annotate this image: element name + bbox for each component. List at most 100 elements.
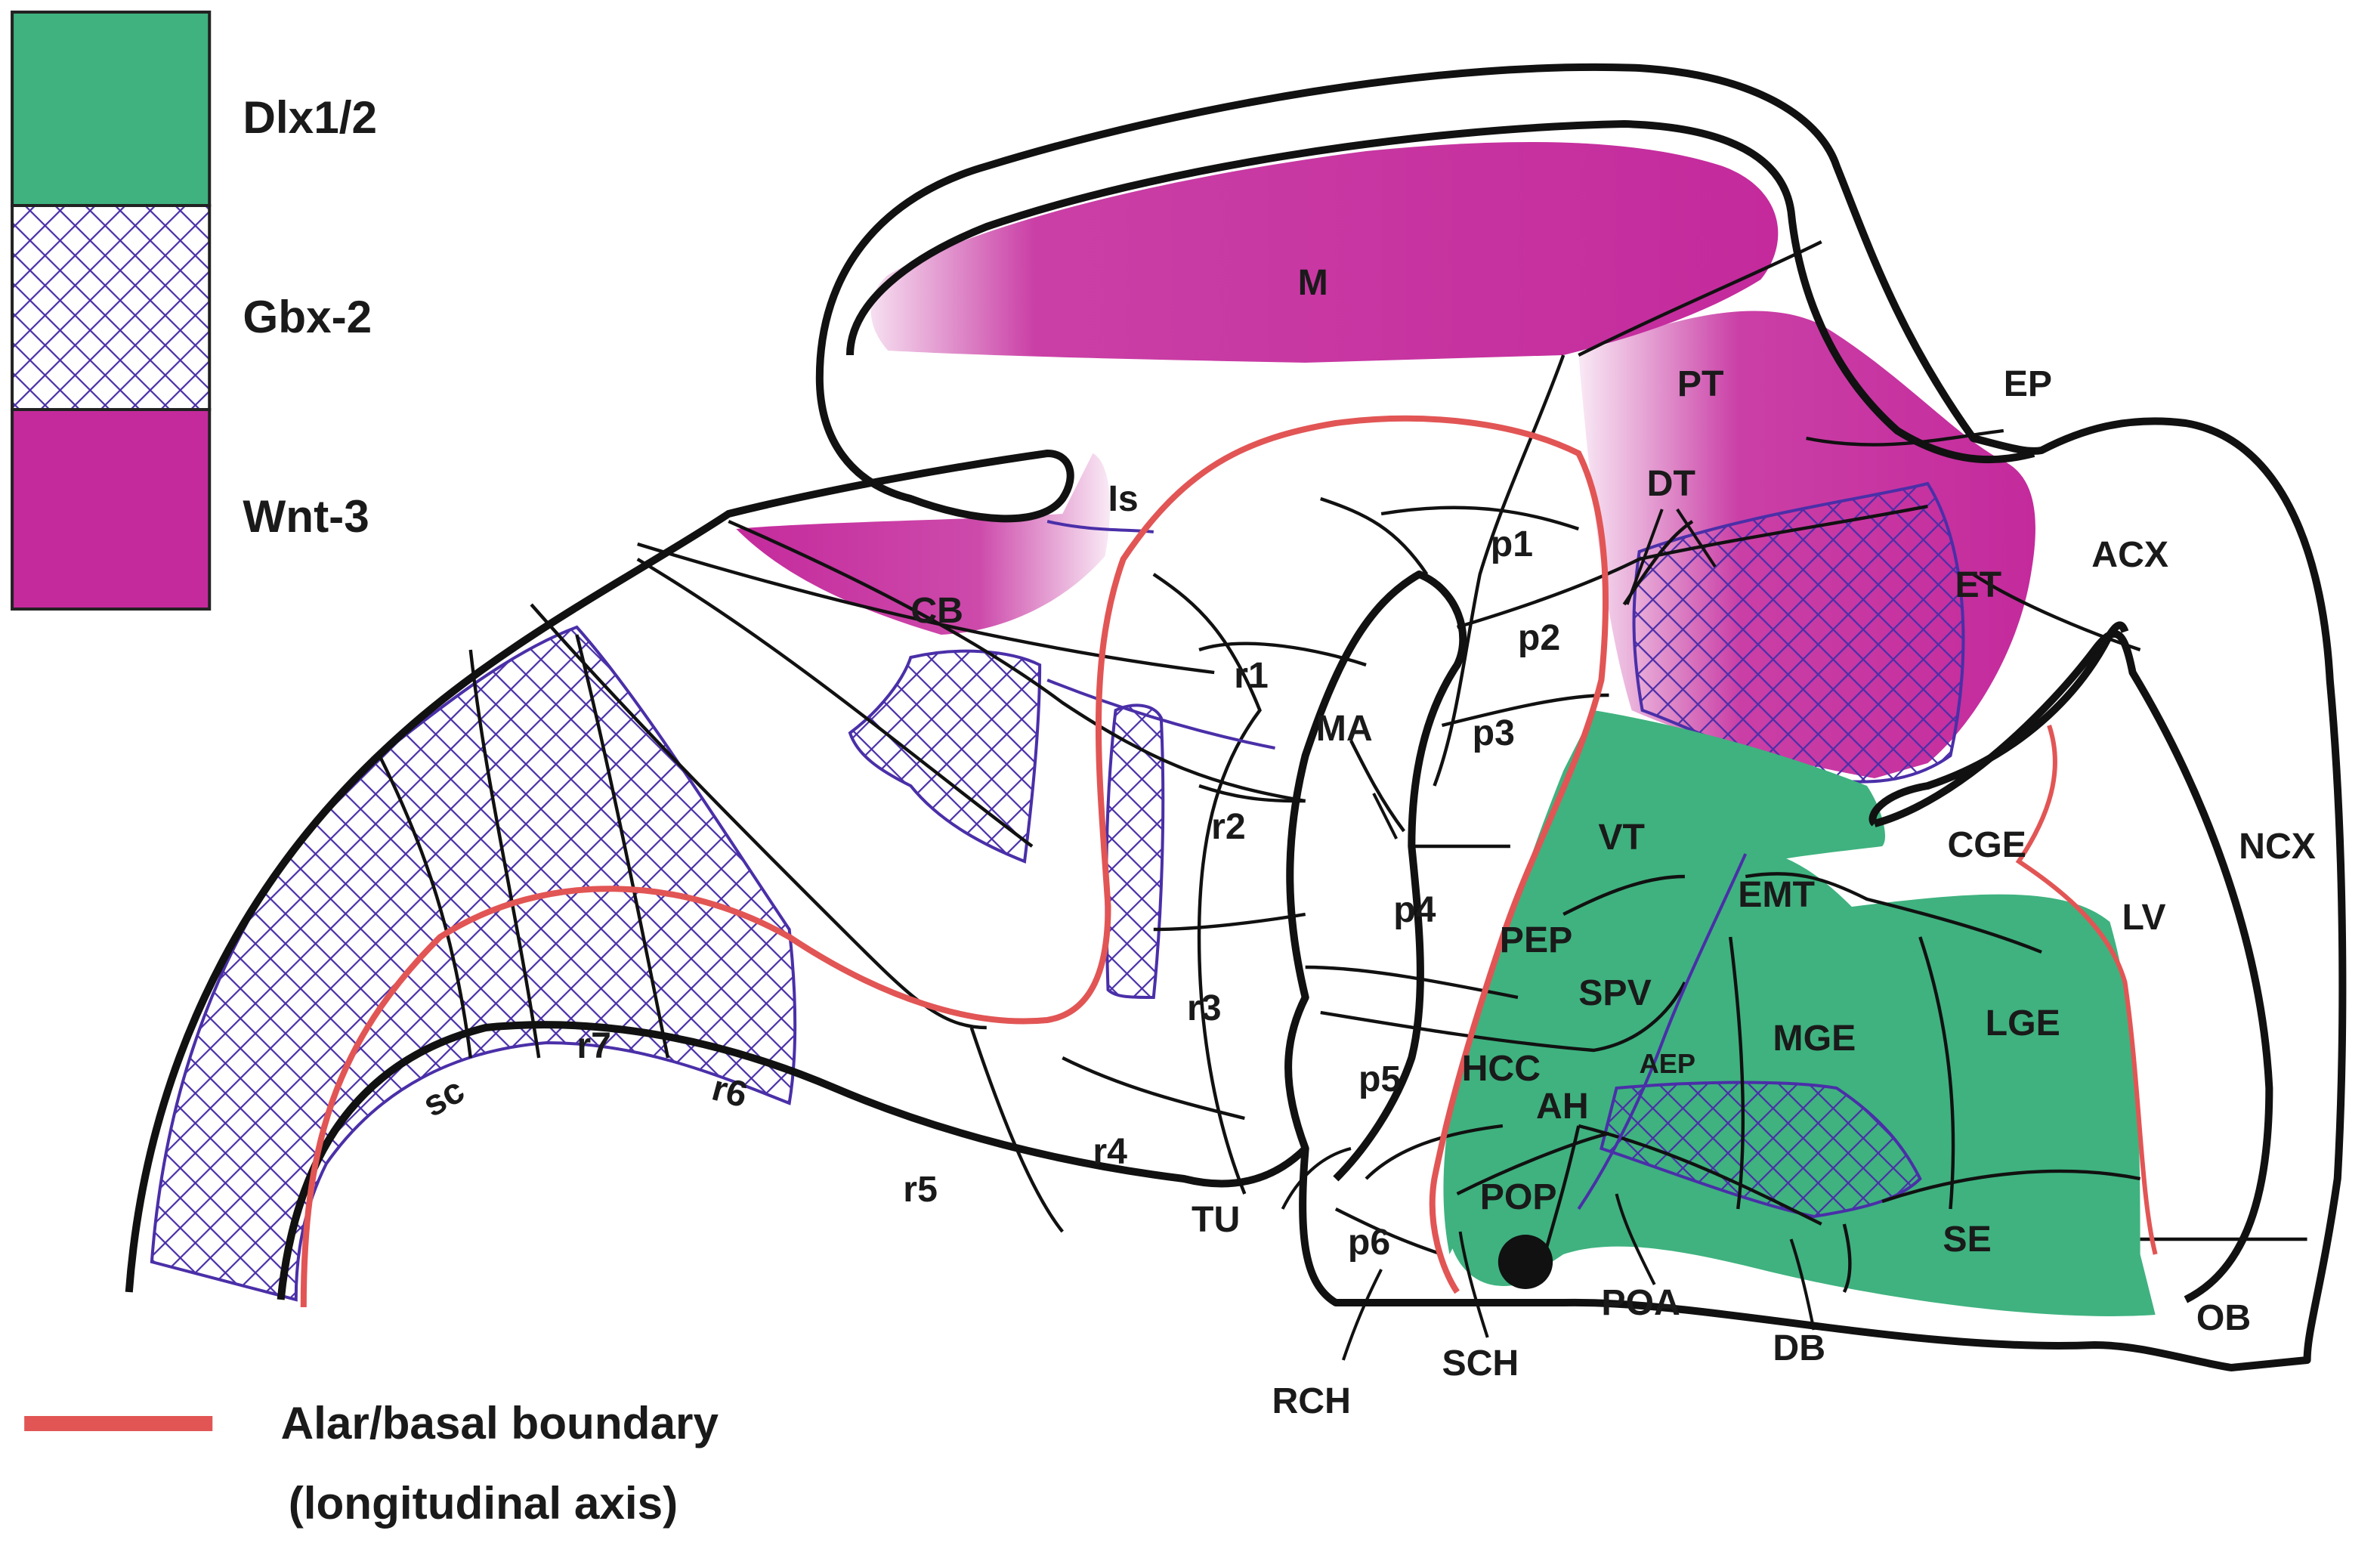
- label-MA: MA: [1316, 708, 1373, 749]
- label-NCX: NCX: [2239, 826, 2316, 867]
- region-labels: M PT EP DT ET ACX Is CB p1 p2 p3 r1 MA r…: [416, 262, 2316, 1421]
- brain-outline: [125, 63, 2347, 1371]
- leader-line: [1281, 1147, 1352, 1210]
- label-M: M: [1298, 262, 1328, 303]
- label-p1: p1: [1491, 524, 1533, 564]
- boundary-line: [969, 1027, 1064, 1233]
- boundary-line: [1365, 1124, 1504, 1180]
- legend-label-boundary: Alar/basal boundary: [281, 1398, 719, 1449]
- leader-line: [1458, 1231, 1489, 1338]
- optic-chiasm-dot: [1498, 1235, 1553, 1289]
- boundary-line: [1578, 240, 1822, 357]
- label-p4: p4: [1393, 889, 1436, 930]
- label-r7: r7: [576, 1025, 611, 1066]
- leader-lines: [1281, 508, 1816, 1361]
- boundary-line: [1881, 1169, 2141, 1204]
- label-p6: p6: [1348, 1222, 1390, 1263]
- label-HCC: HCC: [1462, 1048, 1541, 1089]
- gbx-fill-cerebellum: [848, 649, 1042, 864]
- label-DT: DT: [1647, 463, 1695, 504]
- boundary-line: [1806, 428, 2004, 447]
- boundary-line: [1441, 693, 1609, 728]
- label-p5: p5: [1358, 1059, 1401, 1099]
- legend-swatch-gbx: [11, 204, 212, 411]
- label-AEP: AEP: [1640, 1048, 1695, 1079]
- dlx-fill-hypothalamus: [1449, 846, 2156, 1316]
- boundary-line: [637, 542, 1215, 675]
- boundary-line: [1842, 1223, 1852, 1293]
- alar-basal-boundary: [2015, 725, 2158, 1255]
- label-LGE: LGE: [1986, 1003, 2060, 1043]
- boundary-line: [1918, 936, 1955, 1210]
- label-ACX: ACX: [2091, 534, 2168, 575]
- wnt-fill-cerebellum: [736, 453, 1111, 635]
- boundary-line: [1320, 982, 1686, 1053]
- gbx-fill-r1: [1105, 703, 1165, 1000]
- gbx-fill-dorsal-thalamus: [1632, 481, 1965, 784]
- label-OB: OB: [2196, 1297, 2251, 1338]
- label-EP: EP: [2004, 363, 2052, 404]
- label-r2: r2: [1211, 806, 1246, 847]
- label-SPV: SPV: [1578, 972, 1651, 1013]
- label-EMT: EMT: [1738, 874, 1815, 915]
- boundary-line: [530, 603, 987, 1030]
- boundary-line: [1456, 504, 1928, 629]
- legend: Dlx1/2 Gbx-2 Wnt-3 Alar/basal boundary (…: [11, 11, 719, 1529]
- boundary-line: [1320, 496, 1429, 576]
- leader-line: [1625, 509, 1664, 605]
- boundary-line: [1334, 1207, 1443, 1257]
- leader-line: [1341, 1269, 1383, 1361]
- region-boundaries: [378, 240, 2307, 1293]
- label-PT: PT: [1677, 363, 1724, 404]
- boundary-line: [1198, 784, 1306, 803]
- leader-line: [1615, 1193, 1656, 1285]
- label-CGE: CGE: [1947, 824, 2026, 865]
- boundary-line: [468, 649, 541, 1059]
- boundary-line: [1972, 573, 2141, 652]
- label-SE: SE: [1943, 1219, 1991, 1260]
- label-Is: Is: [1108, 478, 1139, 519]
- label-CB: CB: [910, 590, 963, 631]
- boundary-line: [1433, 354, 1566, 787]
- outer-contour: [125, 63, 2347, 1371]
- label-r4: r4: [1093, 1131, 1127, 1172]
- label-AH: AH: [1536, 1086, 1589, 1127]
- boundary-line: [1745, 872, 2042, 954]
- expression-fills: [150, 142, 2156, 1316]
- label-PEP: PEP: [1500, 920, 1572, 960]
- gbx-boundary-line: [1046, 679, 1275, 750]
- boundary-line: [1562, 874, 1685, 916]
- label-VT: VT: [1598, 817, 1645, 858]
- label-SCH: SCH: [1442, 1343, 1519, 1384]
- boundary-line: [1152, 573, 1262, 1195]
- legend-label-boundary-axis: (longitudinal axis): [289, 1478, 678, 1529]
- boundary-line: [1456, 1131, 1610, 1195]
- boundary-line: [575, 634, 670, 1059]
- legend-label-gbx: Gbx-2: [243, 292, 372, 342]
- label-TU: TU: [1192, 1199, 1240, 1240]
- label-MGE: MGE: [1773, 1018, 1856, 1059]
- dlx-fill-ventral-thalamus: [1443, 710, 1886, 1254]
- label-p2: p2: [1518, 617, 1560, 658]
- inner-contour-brainstem: [277, 1021, 1309, 1300]
- legend-swatch-dlx: [11, 11, 212, 207]
- label-LV: LV: [2122, 897, 2165, 938]
- legend-label-wnt: Wnt-3: [243, 491, 369, 542]
- alar-basal-boundary: [300, 415, 1609, 1308]
- label-DB: DB: [1773, 1328, 1825, 1368]
- label-r5: r5: [903, 1169, 938, 1210]
- boundary-line: [1153, 912, 1306, 932]
- boundary-line: [1380, 506, 1579, 531]
- label-r1: r1: [1234, 655, 1269, 696]
- label-POA: POA: [1601, 1282, 1680, 1323]
- telencephalic-ventricle: [1868, 621, 2129, 827]
- wnt-fill-mesencephalon: [870, 142, 1779, 363]
- label-RCH: RCH: [1272, 1380, 1350, 1421]
- label-ET: ET: [1955, 564, 2002, 605]
- legend-label-dlx: Dlx1/2: [243, 92, 377, 143]
- label-POP: POP: [1480, 1176, 1557, 1217]
- boundary-line: [1062, 1056, 1245, 1121]
- boundary-line: [378, 755, 472, 1059]
- inner-contour-telencephalon: [1873, 629, 2273, 1303]
